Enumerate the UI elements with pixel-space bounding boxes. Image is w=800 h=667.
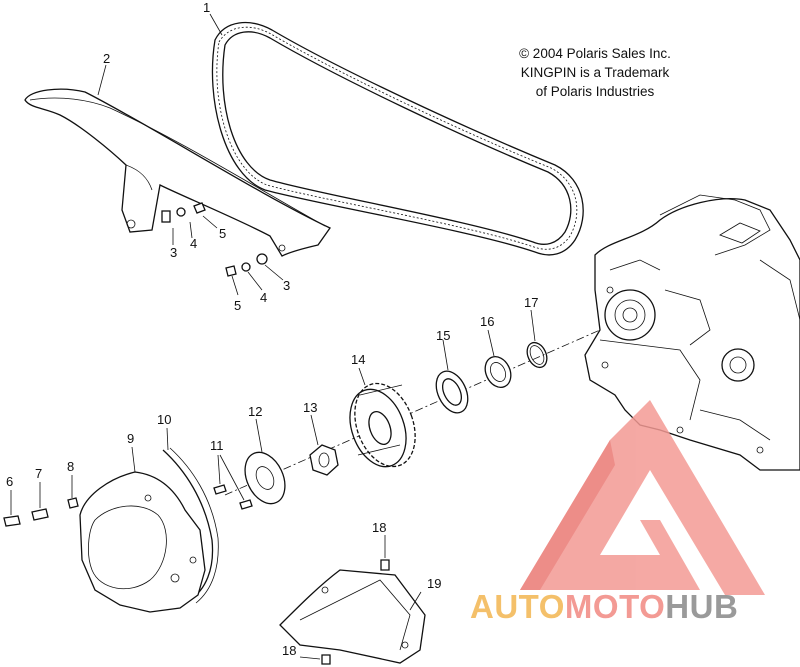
seal	[484, 355, 512, 389]
bolt-group-lower	[225, 253, 284, 296]
guard-bolts	[299, 535, 390, 665]
callout-15: 15	[436, 328, 450, 343]
callout-6: 6	[6, 474, 13, 489]
lower-guard	[279, 569, 426, 664]
callout-18-upper: 18	[372, 520, 386, 535]
callout-18-lower: 18	[282, 643, 296, 658]
drive-belt	[211, 21, 584, 256]
copyright-line-1: © 2004 Polaris Sales Inc.	[519, 46, 671, 61]
callout-9: 9	[127, 431, 134, 446]
callout-3-lower: 3	[283, 278, 290, 293]
copyright-notice: © 2004 Polaris Sales Inc. KINGPIN is a T…	[470, 44, 720, 101]
callout-5-lower: 5	[234, 298, 241, 313]
drive-cover	[79, 471, 206, 613]
callout-13: 13	[303, 400, 317, 415]
watermark-part-moto: MOTO	[564, 588, 666, 625]
callout-5-upper: 5	[219, 226, 226, 241]
copyright-line-3: of Polaris Industries	[535, 84, 655, 99]
axis-line	[224, 329, 601, 496]
washer-plate	[244, 451, 286, 505]
o-ring	[526, 341, 548, 369]
callout-17: 17	[524, 295, 538, 310]
sprocket-gear	[349, 382, 416, 468]
leader-lines	[97, 13, 536, 611]
engine-block	[584, 194, 800, 471]
watermark-part-auto: AUTO	[470, 588, 565, 625]
callout-numbers: 1 2 3 4 5 5 4 3 6 7 8 9 10 11 12 13 14 1…	[6, 0, 538, 658]
copyright-line-2: KINGPIN is a Trademark	[520, 65, 670, 80]
callout-19: 19	[427, 576, 441, 591]
callout-12: 12	[248, 404, 262, 419]
gasket	[162, 447, 219, 604]
belt-guard	[24, 88, 331, 257]
callout-8: 8	[67, 459, 74, 474]
callout-7: 7	[35, 466, 42, 481]
cover-bolts	[3, 475, 79, 527]
callout-4-upper: 4	[190, 236, 197, 251]
watermark-logo	[520, 400, 765, 595]
callout-14: 14	[351, 352, 365, 367]
callout-1: 1	[203, 0, 210, 15]
callout-4-lower: 4	[260, 290, 267, 305]
callout-11: 11	[210, 438, 224, 453]
callout-10: 10	[157, 412, 171, 427]
callout-3-upper: 3	[170, 245, 177, 260]
nut	[309, 444, 339, 476]
watermark-part-hub: HUB	[665, 588, 739, 625]
bolt-group-upper	[161, 202, 218, 245]
bearing	[435, 370, 469, 414]
callout-2: 2	[103, 51, 110, 66]
watermark-text: AUTOMOTOHUB	[470, 588, 738, 626]
screws	[213, 454, 253, 510]
callout-16: 16	[480, 314, 494, 329]
